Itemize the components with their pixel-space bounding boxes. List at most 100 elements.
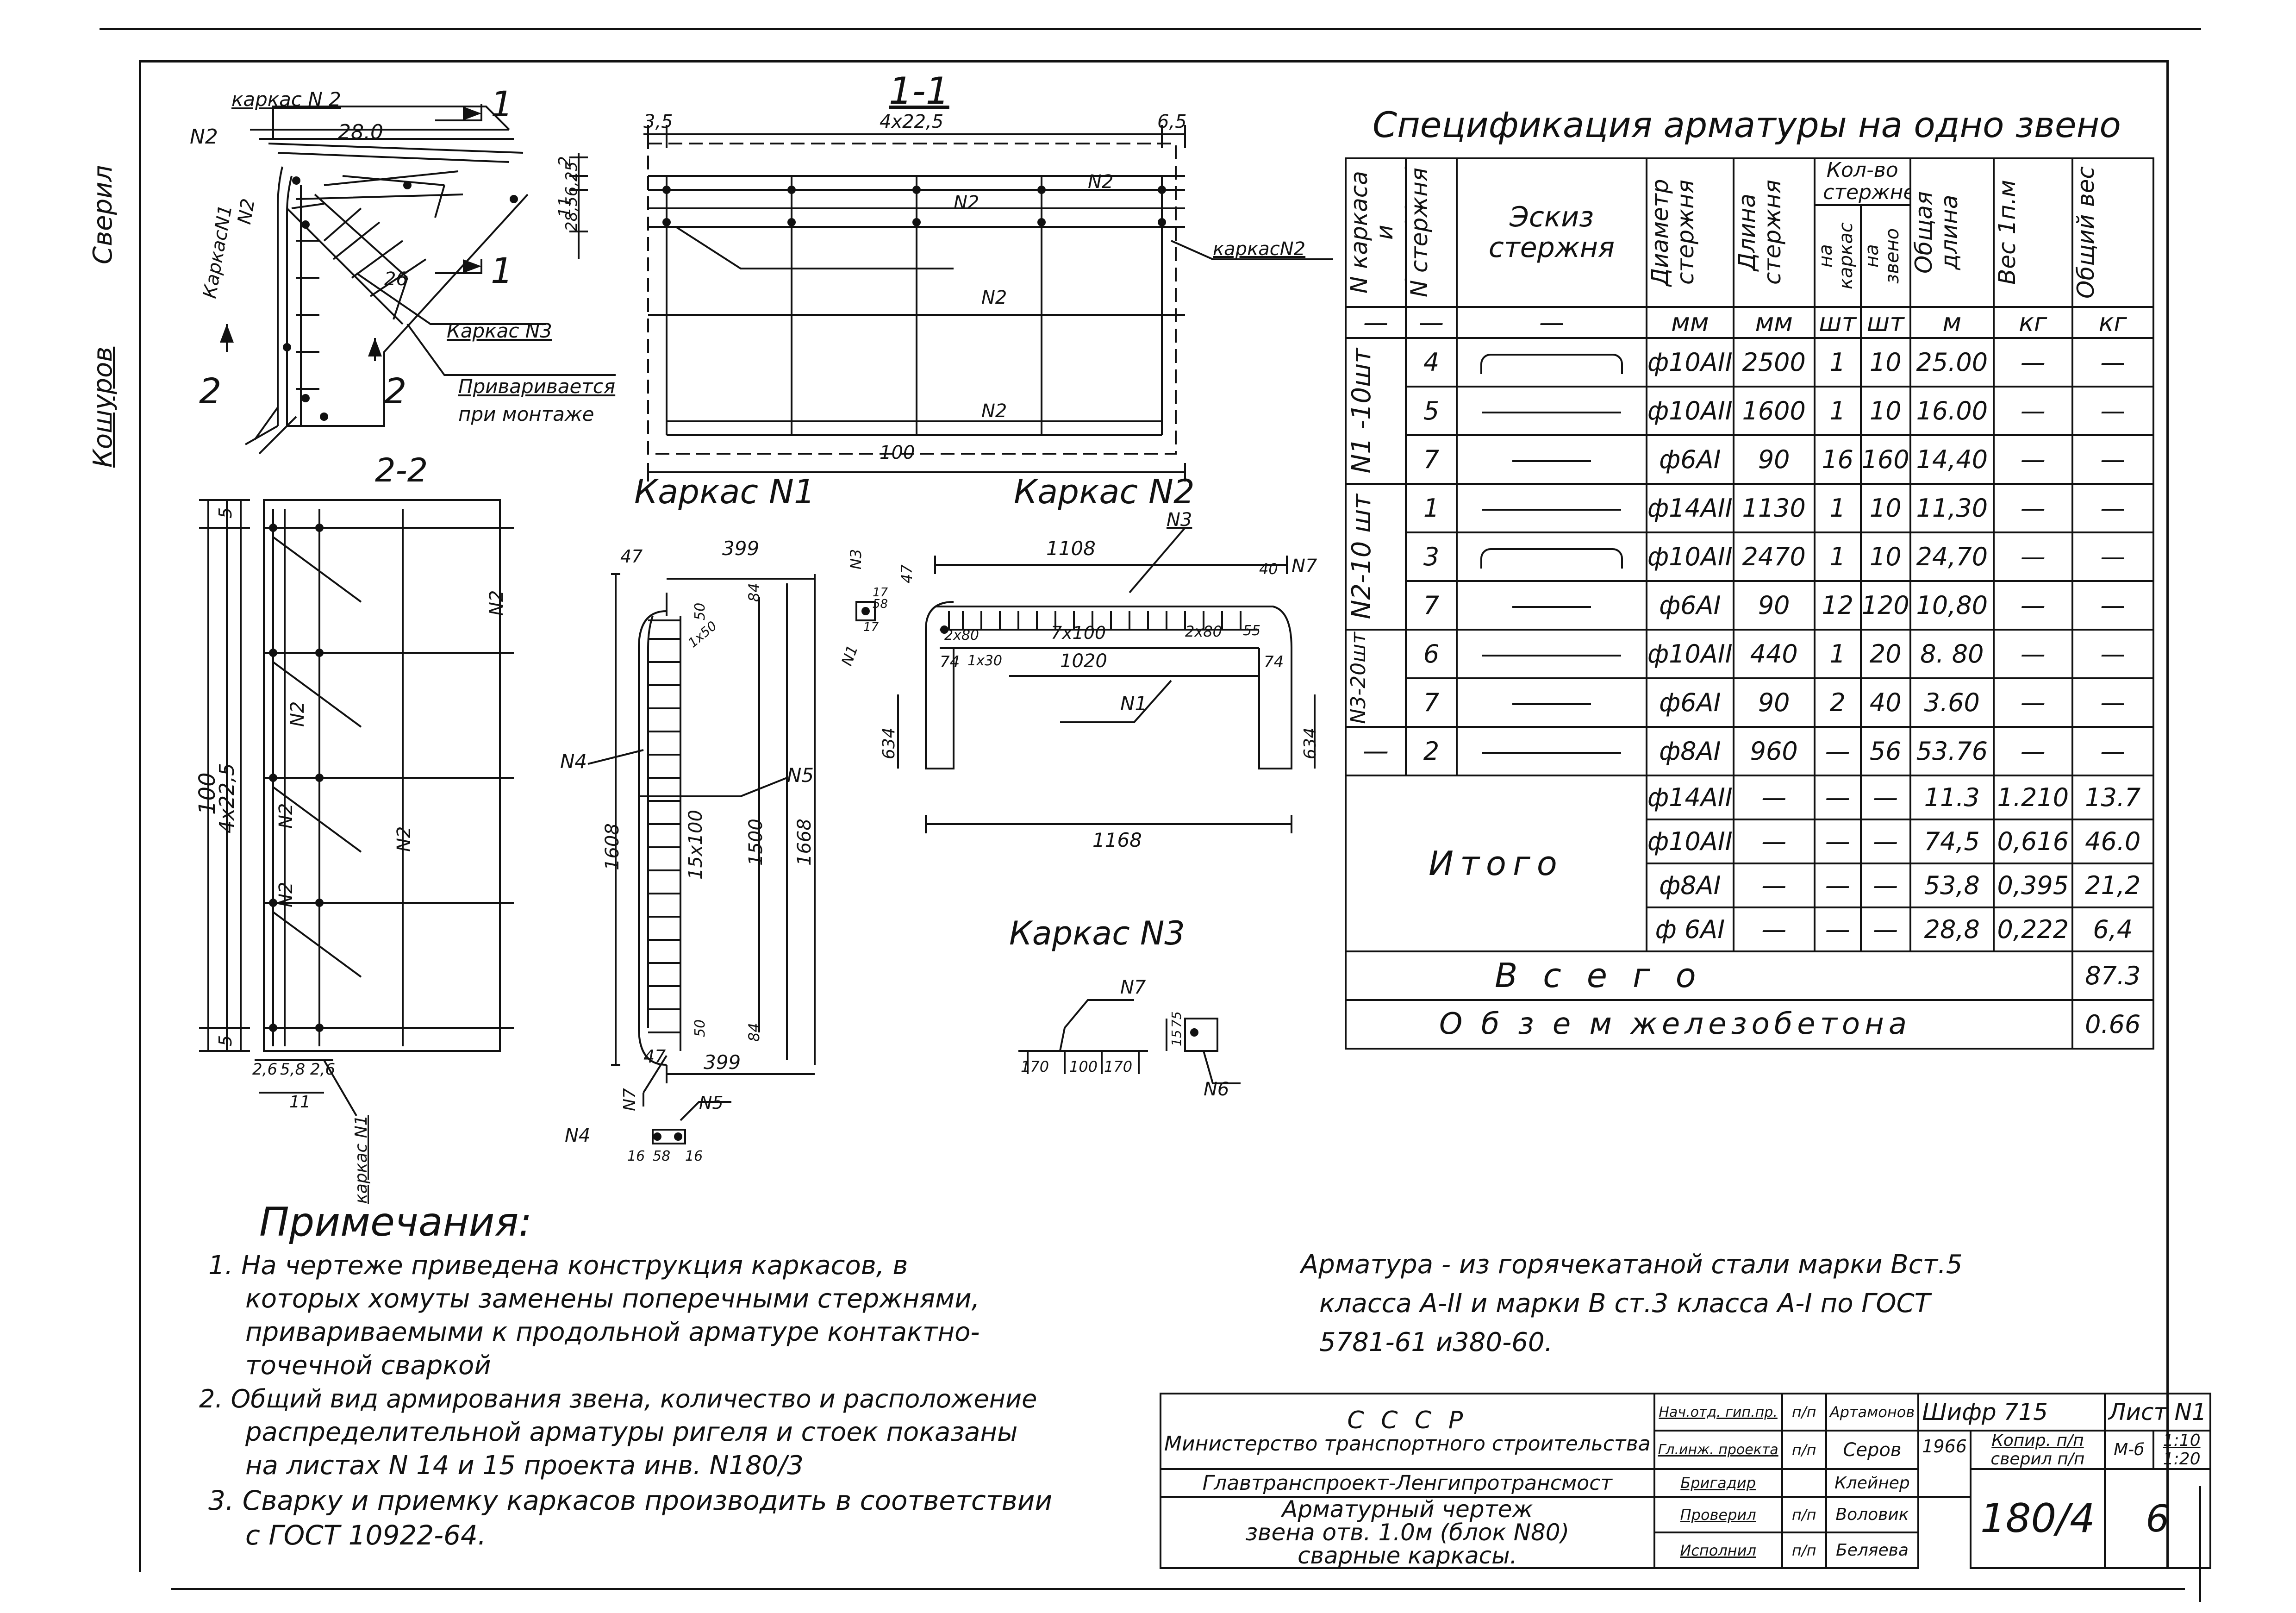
diameter: ф6АI [1646, 580, 1734, 631]
per-link: 10 [1859, 337, 1911, 388]
frame3-l-n6: N6 [1204, 1079, 1229, 1100]
bar-no: 7 [1405, 434, 1458, 485]
role: Бригадир [1653, 1468, 1783, 1498]
bar-no: 5 [1405, 385, 1458, 436]
frame1-l-16b: 16 [685, 1148, 703, 1164]
frame2-l-40: 40 [1259, 560, 1278, 578]
total-weight: — [2071, 725, 2154, 776]
note-line: 1. На чертеже приведена конструкция карк… [208, 1250, 908, 1281]
frame1-l-58: 58 [653, 1148, 671, 1164]
year: 1966 [1917, 1429, 1972, 1498]
frame3-l-170a: 170 [1021, 1058, 1049, 1075]
frame2-l-17b: 17 [863, 620, 879, 634]
weight: — [1992, 482, 2073, 533]
per-link: — [1859, 906, 1911, 952]
frame1-l-1668: 1668 [794, 819, 815, 866]
frame2-title: Каркас N2 [1014, 472, 1195, 511]
diameter: ф10АII [1646, 628, 1734, 679]
col-bar-no: N стержня [1405, 157, 1458, 308]
section-2-2-bottom-4: 11 [289, 1093, 311, 1112]
section-1-1-bar-a: N2 [1088, 171, 1114, 193]
per-frame: 2 [1813, 677, 1862, 728]
frame2-l-634b: 634 [1301, 727, 1320, 759]
frame2-l-58: 58 [873, 597, 888, 611]
frame1-title: Каркас N1 [634, 472, 815, 511]
weight: 0,616 [1992, 818, 2073, 864]
col-total-weight: Общий вес [2071, 157, 2154, 308]
diameter: ф6АI [1646, 677, 1734, 728]
section-2-2-bottom-3: 2,6 [310, 1060, 336, 1079]
frame2-l-634a: 634 [880, 727, 898, 759]
table-row: 7 ф6АI 90 2 40 3.60 — — [1346, 677, 2154, 728]
unit-cell: кг [2071, 306, 2154, 339]
volume-value: 0.66 [2071, 999, 2154, 1050]
table-row: N3-20шт 6 ф10АII 440 1 20 8. 80 — — [1345, 628, 2154, 728]
sketch-cell [1456, 677, 1647, 728]
volume-row: О б з е м железобетона 0.66 [1345, 999, 2154, 1050]
section-1-1-bar-d: N2 [981, 400, 1007, 422]
per-frame: 1 [1813, 337, 1862, 388]
spec-table: N каркаса и количество N стержня Эскиз с… [1345, 157, 2154, 1050]
steel-note-line: 5781-61 и380-60. [1319, 1327, 1553, 1357]
frame1-l-n4b: N4 [565, 1125, 591, 1146]
diameter: ф 6АI [1646, 906, 1734, 952]
per-frame: — [1813, 906, 1862, 952]
scale2: 1:20 [2163, 1449, 2201, 1469]
label-frame3-plan: Каркас N3 [447, 319, 552, 342]
frame2-l-n7: N7 [1292, 556, 1317, 577]
per-frame: — [1813, 774, 1862, 820]
bar-no: 7 [1405, 677, 1458, 728]
cipher: Шифр 715 [1917, 1393, 2106, 1432]
total-length: 25.00 [1909, 337, 1995, 388]
frame2-l-1x30: 1x30 [967, 653, 1003, 669]
unit-cell: мм [1732, 306, 1816, 339]
frame1-l-399: 399 [722, 537, 760, 560]
group-cell: — [1345, 725, 1407, 776]
left-rule [139, 60, 141, 1572]
label-welded-2: при монтаже [458, 403, 594, 425]
frame1-l-n4: N4 [560, 750, 587, 773]
bar-no: 1 [1405, 482, 1458, 533]
weight: — [1992, 677, 2073, 728]
sketch-short [1512, 703, 1591, 706]
section-2-2-bar-5: N2 [275, 882, 297, 907]
frame2-l-1020: 1020 [1060, 650, 1107, 672]
spec-rows: N1 -10шт 4 ф10АII 2500 1 10 25.00 — — 5 … [1345, 337, 2154, 1050]
total-length: 8. 80 [1909, 628, 1995, 679]
sketch-line [1482, 655, 1621, 657]
per-frame: 1 [1813, 628, 1862, 679]
label-n2b-plan: N2 [234, 197, 259, 226]
org-cell: С С С Р Министерство транспортного строи… [1160, 1392, 1655, 1469]
length: 440 [1732, 628, 1816, 679]
section-1-1-bar-b: N2 [954, 192, 980, 213]
section-1-1-dim-right: 6,5 [1157, 111, 1187, 132]
weight: 1.210 [1992, 774, 2073, 820]
frame1-l-84b: 84 [745, 1023, 763, 1042]
total-row: ф10АII — — — 74,5 0,616 46.0 [1346, 818, 2154, 864]
per-link: 10 [1859, 385, 1911, 436]
frame2-l-47: 47 [898, 564, 916, 583]
frame1-l-n5b: N5 [699, 1093, 724, 1113]
frame1-l-399b: 399 [704, 1051, 741, 1074]
drawing-frame [139, 60, 2169, 1567]
sign: п/п [1781, 1393, 1827, 1432]
per-link: 40 [1859, 677, 1911, 728]
col-weight: Вес 1п.м [1992, 157, 2073, 308]
per-link: 120 [1859, 580, 1911, 631]
total-weight: 13.7 [2071, 774, 2154, 820]
sheet: Лист N1 [2103, 1393, 2211, 1432]
table-row: N2-10 шт 1 ф14АII 1130 1 10 11,30 — — [1345, 482, 2154, 631]
weight: — [1992, 337, 2073, 388]
length: 2470 [1732, 531, 1816, 582]
sign: п/п [1781, 1496, 1827, 1534]
total-weight: 46.0 [2071, 818, 2154, 864]
format: М-б [2103, 1429, 2154, 1470]
total-weight: 6,4 [2071, 906, 2154, 952]
total-length: 53,8 [1909, 862, 1995, 908]
spec-title: Спецификация арматуры на одно звено [1373, 104, 2121, 145]
group-label: N2-10 шт [1347, 494, 1377, 619]
col-sketch-text: Эскиз стержня [1488, 201, 1615, 264]
table-row: 7 ф6АI 90 16 160 14,40 — — [1346, 434, 2154, 485]
section-2-2-bottom-2: 5,8 [280, 1060, 306, 1079]
per-frame: — [1813, 862, 1862, 908]
